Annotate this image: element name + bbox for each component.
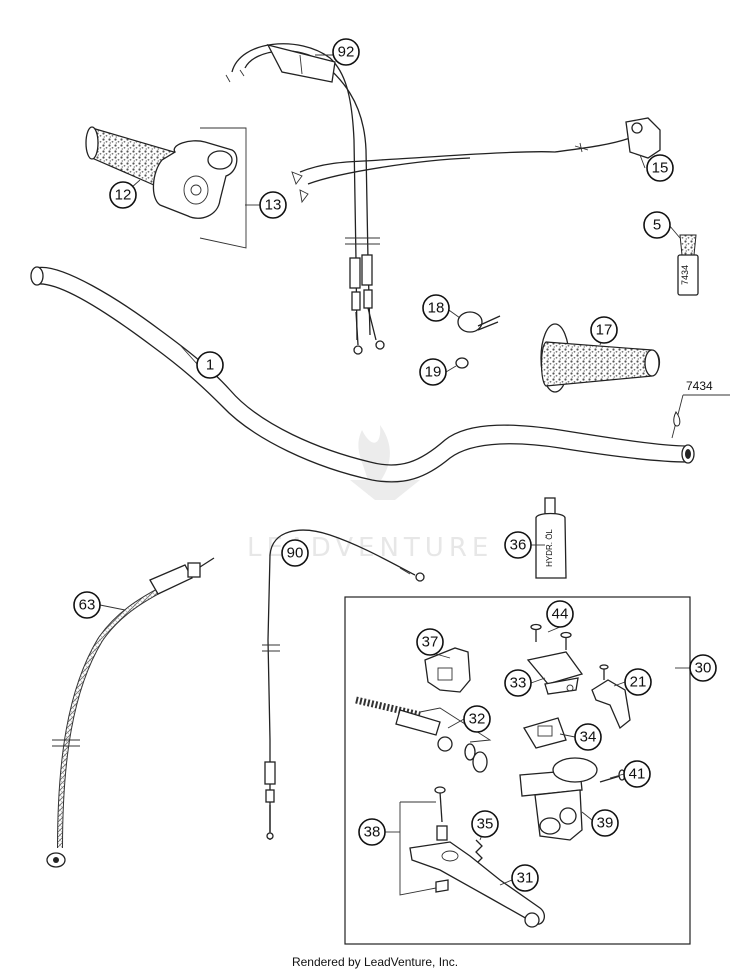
svg-text:92: 92 bbox=[338, 44, 355, 61]
piston-kit bbox=[355, 696, 492, 773]
callout-18: 18 bbox=[422, 294, 450, 322]
svg-text:44: 44 bbox=[552, 606, 569, 623]
callout-39: 39 bbox=[591, 809, 619, 837]
handlebar bbox=[30, 266, 695, 483]
svg-text:39: 39 bbox=[597, 815, 614, 832]
loctite-code: 7434 bbox=[686, 379, 713, 393]
svg-text:12: 12 bbox=[115, 187, 132, 204]
svg-text:34: 34 bbox=[580, 729, 597, 746]
callout-19: 19 bbox=[419, 358, 447, 386]
brake-hose bbox=[46, 557, 215, 868]
clamp-bracket bbox=[523, 717, 567, 749]
master-cylinder-assembly-box bbox=[344, 596, 691, 945]
master-cylinder-body bbox=[519, 757, 598, 841]
svg-text:13: 13 bbox=[265, 197, 282, 214]
svg-text:38: 38 bbox=[364, 824, 381, 841]
oil-bottle-label: HYDR. ÖL bbox=[545, 529, 554, 567]
svg-text:5: 5 bbox=[653, 217, 661, 234]
callout-33: 33 bbox=[504, 669, 532, 697]
svg-text:32: 32 bbox=[469, 711, 486, 728]
svg-text:30: 30 bbox=[695, 660, 712, 677]
callout-5: 5 bbox=[643, 211, 671, 239]
svg-text:33: 33 bbox=[510, 675, 527, 692]
svg-text:35: 35 bbox=[477, 816, 494, 833]
callout-17: 17 bbox=[590, 316, 618, 344]
throttle-housing bbox=[152, 127, 247, 249]
callout-13: 13 bbox=[259, 191, 287, 219]
svg-text:18: 18 bbox=[428, 300, 445, 317]
callout-34: 34 bbox=[574, 723, 602, 751]
svg-text:21: 21 bbox=[630, 674, 647, 691]
loctite-tube: 7434 bbox=[677, 234, 699, 296]
loctite-reference: 7434 bbox=[671, 379, 730, 439]
svg-text:41: 41 bbox=[629, 766, 646, 783]
callout-30: 30 bbox=[689, 654, 717, 682]
loctite-tube-label: 7434 bbox=[680, 265, 690, 285]
clutch-cable bbox=[262, 529, 425, 840]
callout-37: 37 bbox=[416, 628, 444, 656]
svg-text:15: 15 bbox=[652, 160, 669, 177]
svg-text:19: 19 bbox=[425, 364, 442, 381]
callout-90: 90 bbox=[281, 539, 309, 567]
svg-text:37: 37 bbox=[422, 634, 439, 651]
callout-44: 44 bbox=[546, 600, 574, 628]
callout-21: 21 bbox=[624, 668, 652, 696]
svg-text:31: 31 bbox=[517, 870, 534, 887]
svg-text:1: 1 bbox=[206, 357, 214, 374]
callout-15: 15 bbox=[646, 154, 674, 182]
cable-tie bbox=[457, 311, 501, 333]
reservoir-cover bbox=[526, 651, 584, 695]
callout-38: 38 bbox=[358, 818, 386, 846]
rubber-boot bbox=[424, 647, 471, 693]
callout-12: 12 bbox=[109, 181, 137, 209]
svg-text:17: 17 bbox=[596, 322, 613, 339]
callout-35: 35 bbox=[471, 810, 499, 838]
callout-92: 92 bbox=[332, 38, 360, 66]
callout-1: 1 bbox=[196, 351, 224, 379]
watermark: LEADVENTURE bbox=[247, 425, 488, 563]
footer-credit: Rendered by LeadVenture, Inc. bbox=[291, 955, 459, 969]
clamp-screw bbox=[599, 769, 626, 783]
brake-lever bbox=[409, 841, 546, 928]
hydraulic-oil-bottle: HYDR. ÖL bbox=[535, 497, 567, 579]
callout-41: 41 bbox=[623, 760, 651, 788]
svg-text:36: 36 bbox=[510, 537, 527, 554]
small-nut bbox=[455, 357, 469, 369]
left-grip bbox=[540, 323, 661, 393]
callout-36: 36 bbox=[504, 531, 532, 559]
svg-text:63: 63 bbox=[79, 597, 96, 614]
callout-32: 32 bbox=[463, 705, 491, 733]
throttle-cables bbox=[225, 43, 385, 355]
callout-31: 31 bbox=[511, 864, 539, 892]
lever-pivot-bolt bbox=[399, 786, 449, 896]
kill-switch bbox=[291, 117, 661, 204]
spring bbox=[475, 839, 483, 865]
svg-text:90: 90 bbox=[287, 545, 304, 562]
callout-63: 63 bbox=[73, 591, 101, 619]
lever-pivot bbox=[591, 664, 631, 730]
cover-screws bbox=[530, 623, 572, 650]
